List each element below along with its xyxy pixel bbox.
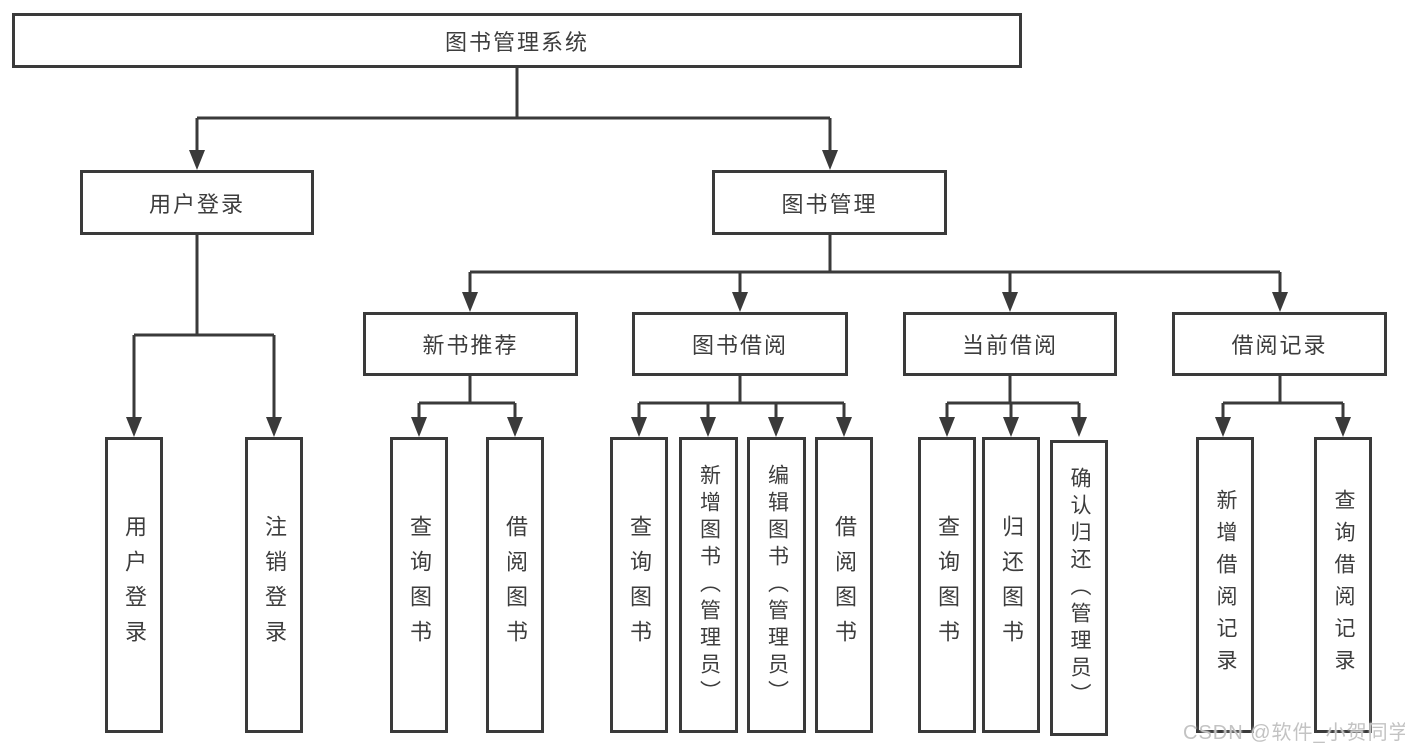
- leaf-add-borrow-record: 新增借阅记录: [1196, 437, 1254, 733]
- arrowhead-record: [1272, 292, 1288, 312]
- arrowhead-leaf-11: [1071, 417, 1087, 437]
- arrowhead-leaf-4: [507, 417, 523, 437]
- arrowhead-book-management: [822, 150, 838, 170]
- arrowhead-leaf-7: [768, 417, 784, 437]
- leaf-logout-label: 注销登录: [262, 515, 287, 655]
- leaf-recommend-query-book: 查询图书: [390, 437, 448, 733]
- arrowhead-logout-leaf: [266, 417, 282, 437]
- node-borrow-record: 借阅记录: [1172, 312, 1387, 376]
- leaf-user-login-label: 用户登录: [122, 515, 147, 655]
- leaf-confirm-return-admin: 确认归还（管理员）: [1050, 440, 1108, 736]
- leaf-return-book: 归还图书: [982, 437, 1040, 733]
- node-new-book-recommend: 新书推荐: [363, 312, 578, 376]
- leaf-borrow-borrow-book: 借阅图书: [815, 437, 873, 733]
- leaf-return-book-label: 归还图书: [999, 515, 1024, 655]
- arrowhead-leaf-13: [1335, 417, 1351, 437]
- leaf-borrow-query-book: 查询图书: [610, 437, 668, 733]
- csdn-watermark: CSDN @软件_小贺同学: [1183, 722, 1405, 744]
- node-book-borrow: 图书借阅: [632, 312, 848, 376]
- arrowhead-leaf-10: [1003, 417, 1019, 437]
- arrowhead-recommend: [462, 292, 478, 312]
- node-book-borrow-label: 图书借阅: [691, 333, 788, 358]
- arrowhead-login-leaf: [126, 417, 142, 437]
- arrowhead-leaf-8: [836, 417, 852, 437]
- arrowhead-current: [1002, 292, 1018, 312]
- leaf-add-borrow-record-label: 新增借阅记录: [1214, 489, 1237, 681]
- node-user-login: 用户登录: [80, 170, 314, 235]
- arrowhead-user-login: [189, 150, 205, 170]
- arrowhead-leaf-12: [1215, 417, 1231, 437]
- node-current-borrow-label: 当前借阅: [961, 333, 1058, 358]
- leaf-add-book-admin: 新增图书（管理员）: [679, 437, 738, 733]
- arrowhead-leaf-9: [939, 417, 955, 437]
- arrowhead-borrow: [732, 292, 748, 312]
- node-book-management-label: 图书管理: [781, 191, 878, 217]
- leaf-user-login: 用户登录: [105, 437, 163, 733]
- leaf-current-query-book-label: 查询图书: [935, 515, 960, 655]
- leaf-query-borrow-record: 查询借阅记录: [1314, 437, 1372, 733]
- node-current-borrow: 当前借阅: [903, 312, 1117, 376]
- node-book-management: 图书管理: [712, 170, 947, 235]
- leaf-logout: 注销登录: [245, 437, 303, 733]
- leaf-recommend-borrow-book: 借阅图书: [486, 437, 544, 733]
- arrowhead-leaf-6: [700, 417, 716, 437]
- leaf-edit-book-admin-label: 编辑图书（管理员）: [765, 463, 789, 707]
- node-root-system: 图书管理系统: [12, 13, 1022, 68]
- leaf-edit-book-admin: 编辑图书（管理员）: [747, 437, 806, 733]
- leaf-recommend-query-book-label: 查询图书: [407, 515, 432, 655]
- leaf-recommend-borrow-book-label: 借阅图书: [503, 515, 528, 655]
- leaf-add-book-admin-label: 新增图书（管理员）: [697, 463, 721, 707]
- leaf-borrow-borrow-book-label: 借阅图书: [832, 515, 857, 655]
- node-new-book-recommend-label: 新书推荐: [422, 333, 519, 358]
- leaf-current-query-book: 查询图书: [918, 437, 976, 733]
- node-root-label: 图书管理系统: [444, 29, 589, 55]
- leaf-query-borrow-record-label: 查询借阅记录: [1332, 489, 1355, 681]
- arrowhead-leaf-3: [411, 417, 427, 437]
- leaf-borrow-query-book-label: 查询图书: [627, 515, 652, 655]
- node-borrow-record-label: 借阅记录: [1231, 333, 1328, 358]
- leaf-confirm-return-admin-label: 确认归还（管理员）: [1068, 466, 1091, 710]
- node-user-login-label: 用户登录: [148, 191, 245, 217]
- arrowhead-leaf-5: [631, 417, 647, 437]
